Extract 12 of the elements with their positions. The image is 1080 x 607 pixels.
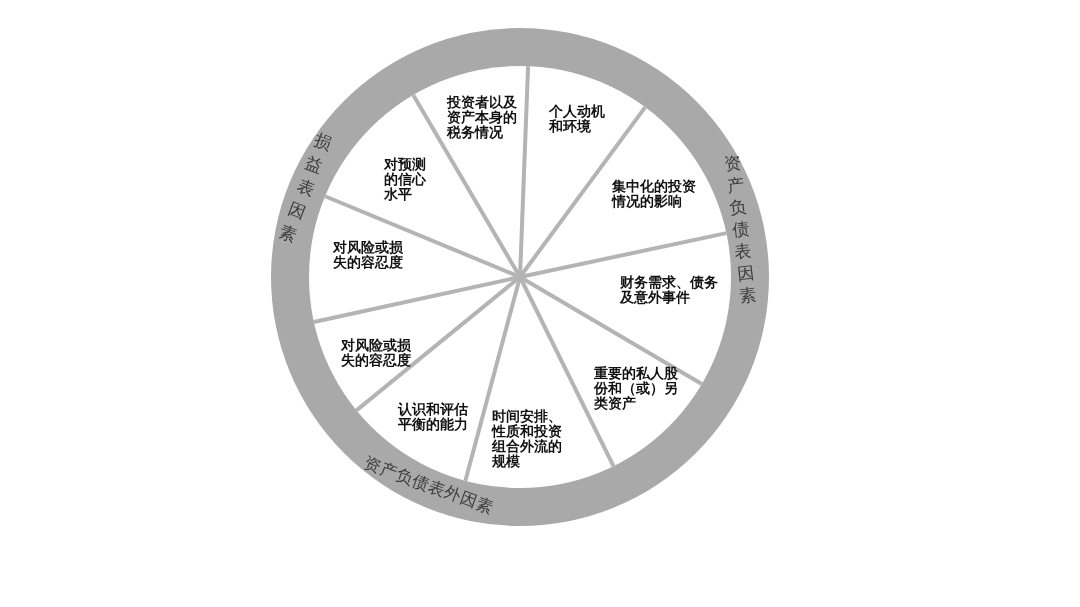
sector-label: 时间安排、性质和投资组合外流的规模 (492, 409, 564, 470)
ring-label: 损益表因素 (275, 127, 335, 246)
sector-label: 重要的私人股份和（或）另类资产 (594, 366, 680, 412)
sector-label: 对风险或损失的容忍度 (333, 240, 405, 271)
ring-label: 资产负债表因素 (723, 151, 758, 308)
sector-label: 集中化的投资情况的影响 (612, 179, 698, 210)
sector-label: 个人动机和环境 (549, 104, 607, 135)
sector-label: 对风险或损失的容忍度 (341, 338, 413, 369)
sector-label: 投资者以及资产本身的税务情况 (447, 95, 519, 141)
sector-label: 认识和评估平衡的能力 (398, 402, 470, 433)
sector-label: 对预测的信心水平 (384, 157, 427, 203)
sector-label: 财务需求、债务及意外事件 (620, 275, 721, 306)
